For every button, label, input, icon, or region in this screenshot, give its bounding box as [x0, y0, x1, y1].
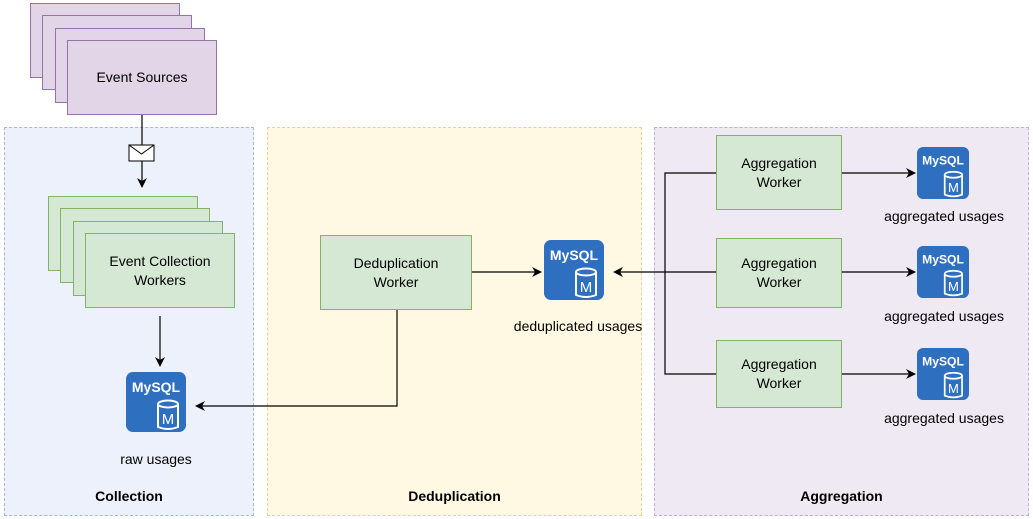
- deduplication-worker-box[interactable]: Deduplication Worker: [320, 235, 472, 310]
- event-collection-workers-box[interactable]: Event Collection Workers: [85, 233, 235, 308]
- deduplicated-usages-db-icon: MySQL M: [544, 240, 604, 300]
- aggregation-zone-title: Aggregation: [800, 488, 883, 504]
- event-sources-box[interactable]: Event Sources: [67, 40, 217, 115]
- line-agg-bus: [664, 172, 716, 375]
- collection-zone: Collection: [4, 127, 254, 516]
- aggregated-usages-db-icon-3: MySQL M: [917, 348, 969, 400]
- mysql-m-mark: M: [162, 411, 175, 428]
- aggregation-worker-1-box[interactable]: Aggregation Worker: [716, 135, 842, 210]
- aggregation-worker-2-box[interactable]: Aggregation Worker: [716, 238, 842, 308]
- mysql-tile: [544, 240, 604, 300]
- raw-usages-label: raw usages: [120, 451, 192, 467]
- mysql-tile: [126, 372, 186, 432]
- mysql-m-mark: M: [948, 180, 959, 195]
- mysql-logo-text: MySQL: [132, 379, 181, 395]
- cylinder-top: [943, 371, 963, 380]
- raw-usages-db-icon: MySQL M: [126, 372, 186, 432]
- deduplication-zone-title: Deduplication: [408, 488, 501, 504]
- aggregated-usages-label-1: aggregated usages: [884, 208, 1004, 224]
- aggregated-usages-label-2: aggregated usages: [884, 308, 1004, 324]
- cylinder-body: [943, 375, 963, 399]
- cylinder-top: [943, 269, 963, 278]
- mysql-tile: [917, 147, 969, 199]
- mysql-tile: [917, 348, 969, 400]
- cylinder-body: [575, 272, 597, 298]
- event-sources-label: Event Sources: [96, 69, 188, 85]
- cylinder-body: [943, 273, 963, 297]
- mysql-tile: [917, 246, 969, 298]
- aggregation-worker-3-label: Aggregation Worker: [741, 356, 817, 391]
- cylinder-top: [157, 399, 179, 409]
- event-collection-workers-label: Event Collection Workers: [109, 252, 211, 288]
- mysql-logo-text: MySQL: [922, 252, 964, 266]
- cylinder-top: [575, 267, 597, 277]
- aggregated-usages-db-icon-1: MySQL M: [917, 147, 969, 199]
- deduplication-worker-label: Deduplication Worker: [353, 254, 439, 290]
- arrow-dedup-reads-raw-db: [195, 310, 398, 411]
- cylinder-body: [157, 404, 179, 430]
- mysql-logo-text: MySQL: [550, 247, 599, 263]
- mysql-logo-text: MySQL: [922, 153, 964, 167]
- mysql-m-mark: M: [948, 279, 959, 294]
- cylinder-body: [943, 174, 963, 198]
- mysql-m-mark: M: [948, 381, 959, 396]
- mysql-logo-text: MySQL: [922, 354, 964, 368]
- aggregation-worker-1-label: Aggregation Worker: [741, 154, 817, 190]
- deduplicated-usages-label: deduplicated usages: [513, 318, 643, 334]
- cylinder-top: [943, 170, 963, 179]
- collection-zone-title: Collection: [95, 488, 163, 504]
- aggregated-usages-label-3: aggregated usages: [884, 410, 1004, 426]
- envelope-icon: [128, 144, 155, 162]
- deduplication-zone: Deduplication: [267, 127, 642, 516]
- aggregation-worker-2-label: Aggregation Worker: [741, 255, 817, 290]
- aggregation-worker-3-box[interactable]: Aggregation Worker: [716, 340, 842, 408]
- aggregated-usages-db-icon-2: MySQL M: [917, 246, 969, 298]
- mysql-m-mark: M: [580, 279, 593, 296]
